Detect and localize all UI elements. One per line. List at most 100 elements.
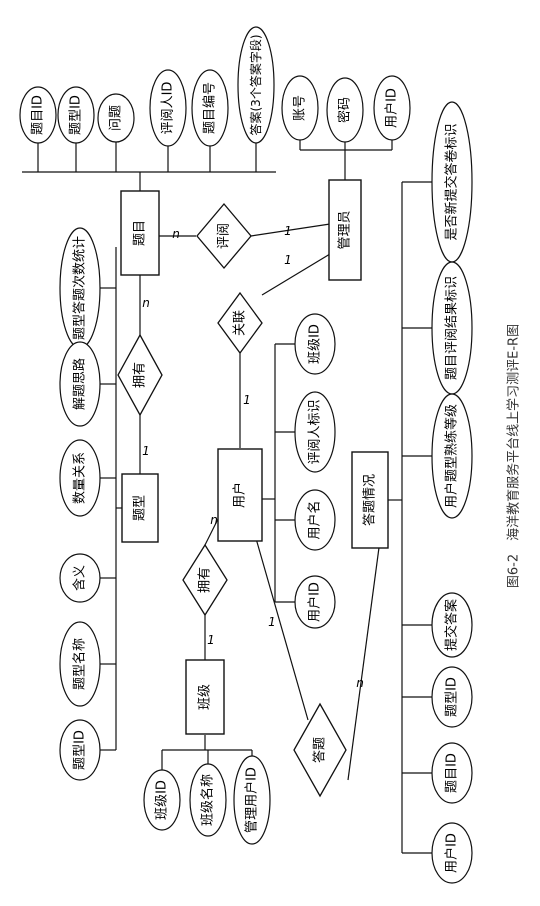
attr-datiqingkuang-6-shape xyxy=(431,822,473,884)
attr-guanliyuan-1: 密码 xyxy=(326,77,364,143)
rel-yongyou-top-label: 拥有 xyxy=(133,362,148,388)
attr-timu-2: 问题 xyxy=(97,93,135,143)
attr-guanliyuan-2: 用户ID xyxy=(373,75,411,141)
attr-tixing-2: 数量关系 xyxy=(59,439,101,517)
entity-timu-label: 题目 xyxy=(133,220,148,246)
entity-guanliyuan-label: 管理员 xyxy=(338,210,353,249)
attr-datiqingkuang-2: 用户题型熟练等级 xyxy=(431,393,473,519)
attr-timu-0-label: 题目ID xyxy=(31,95,46,135)
entity-tixing-label: 题型 xyxy=(133,495,148,521)
rel-guanlian-shape xyxy=(217,291,263,355)
attr-tixing-3-shape xyxy=(59,553,101,603)
entity-guanliyuan-box xyxy=(328,179,362,281)
attr-banji-0-label: 班级ID xyxy=(155,780,170,820)
rel-guanlian-label: 关联 xyxy=(233,310,248,336)
attr-tixing-0-label: 题型答题次数统计 xyxy=(72,236,88,340)
attr-tixing-1: 解题思路 xyxy=(59,341,101,427)
card-yonghu-yongyou: n xyxy=(210,513,218,527)
attr-tixing-1-shape xyxy=(59,341,101,427)
entity-timu: 题目 xyxy=(120,190,160,276)
rel-pingyue: 评阅 xyxy=(196,202,252,270)
entity-datiqingkuang: 答题情况 xyxy=(351,451,389,549)
attr-timu-3-shape xyxy=(149,69,187,147)
attr-yonghu-3: 用户ID xyxy=(294,575,336,629)
attr-tixing-5-label: 题型ID xyxy=(73,730,88,770)
attr-yonghu-1: 评阅人标识 xyxy=(294,391,336,473)
attr-tixing-1-label: 解题思路 xyxy=(72,358,88,410)
attr-datiqingkuang-6: 用户ID xyxy=(431,822,473,884)
figure-caption-text: 图6-2 海洋教育服务平台线上学习测评E-R图 xyxy=(506,323,522,589)
attr-datiqingkuang-3: 提交答案 xyxy=(431,592,473,658)
entity-datiqingkuang-box xyxy=(351,451,389,549)
attr-tixing-0: 题型答题次数统计 xyxy=(59,227,101,349)
rel-guanlian: 关联 xyxy=(217,291,263,355)
card-pingyue-admin: 1 xyxy=(284,224,292,238)
attr-datiqingkuang-0-label: 是否新提交答卷标识 xyxy=(444,123,460,240)
attr-datiqingkuang-5: 题目ID xyxy=(431,742,473,804)
attr-datiqingkuang-4: 题型ID xyxy=(431,666,473,728)
attr-yonghu-3-shape xyxy=(294,575,336,629)
attr-tixing-5: 题型ID xyxy=(59,719,101,781)
attr-timu-1: 题型ID xyxy=(57,86,95,144)
attr-banji-2: 管理用户ID xyxy=(233,755,271,845)
attr-timu-5-shape xyxy=(237,26,275,144)
attr-tixing-2-shape xyxy=(59,439,101,517)
attr-guanliyuan-1-label: 密码 xyxy=(337,97,353,123)
attr-datiqingkuang-4-shape xyxy=(431,666,473,728)
attr-datiqingkuang-2-shape xyxy=(431,393,473,519)
rel-yongyou-mid: 拥有 xyxy=(182,543,228,617)
rel-yongyou-mid-shape xyxy=(182,543,228,617)
attr-datiqingkuang-3-label: 提交答案 xyxy=(444,599,460,651)
attr-timu-4-shape xyxy=(191,69,229,147)
entity-yonghu: 用户 xyxy=(217,448,263,542)
attr-yonghu-2-label: 用户名 xyxy=(307,500,323,539)
attr-banji-1-label: 班级名称 xyxy=(200,774,216,826)
attr-guanliyuan-0-shape xyxy=(281,75,319,141)
rel-pingyue-label: 评阅 xyxy=(217,223,232,249)
attr-datiqingkuang-2-label: 用户题型熟练等级 xyxy=(444,404,460,508)
attr-datiqingkuang-1-label: 题目评阅结果标识 xyxy=(445,276,460,380)
attr-datiqingkuang-0: 是否新提交答卷标识 xyxy=(431,101,473,263)
rel-yongyou-mid-label: 拥有 xyxy=(198,567,213,593)
rel-pingyue-shape xyxy=(196,202,252,270)
attr-tixing-3: 含义 xyxy=(59,553,101,603)
entity-tixing-box xyxy=(121,473,159,543)
attr-guanliyuan-2-label: 用户ID xyxy=(384,88,400,128)
card-yongyou-tixing: 1 xyxy=(142,444,150,458)
attr-timu-3-label: 评阅人ID xyxy=(161,82,176,135)
attr-tixing-4-label: 题型名称 xyxy=(72,638,88,690)
attr-banji-1-shape xyxy=(189,763,227,837)
rel-yongyou-top: 拥有 xyxy=(117,333,163,417)
entity-timu-box xyxy=(120,190,160,276)
attr-datiqingkuang-6-label: 用户ID xyxy=(444,833,460,873)
attr-tixing-4: 题型名称 xyxy=(59,621,101,707)
attr-timu-1-shape xyxy=(57,86,95,144)
rel-dati: 答题 xyxy=(293,702,347,798)
card-timu-pingyue: n xyxy=(172,227,180,241)
attr-datiqingkuang-3-shape xyxy=(431,592,473,658)
attr-timu-2-label: 问题 xyxy=(109,105,124,131)
entity-banji-label: 班级 xyxy=(198,684,213,710)
attr-timu-1-label: 题型ID xyxy=(69,95,84,135)
attr-timu-5-label: 答案(3个答案字段) xyxy=(248,35,263,136)
attr-datiqingkuang-4-label: 题型ID xyxy=(445,677,460,717)
entity-datiqingkuang-label: 答题情况 xyxy=(362,474,378,526)
attr-timu-3: 评阅人ID xyxy=(149,69,187,147)
attr-timu-4: 题目编号 xyxy=(191,69,229,147)
attr-datiqingkuang-5-label: 题目ID xyxy=(445,753,460,793)
yonghu-dati-link xyxy=(254,534,309,721)
attr-guanliyuan-1-shape xyxy=(326,77,364,143)
attr-yonghu-0-shape xyxy=(294,313,336,375)
attr-datiqingkuang-5-shape xyxy=(431,742,473,804)
attr-yonghu-2-shape xyxy=(294,489,336,551)
attr-banji-2-label: 管理用户ID xyxy=(244,767,260,833)
admin-guanlian-link xyxy=(261,253,331,296)
attr-yonghu-2: 用户名 xyxy=(294,489,336,551)
attr-timu-0-shape xyxy=(19,86,57,144)
entity-banji-box xyxy=(185,659,225,735)
attr-yonghu-1-shape xyxy=(294,391,336,473)
card-dati-qingkuang: n xyxy=(356,676,364,690)
rel-dati-shape xyxy=(293,702,347,798)
attr-timu-2-shape xyxy=(97,93,135,143)
